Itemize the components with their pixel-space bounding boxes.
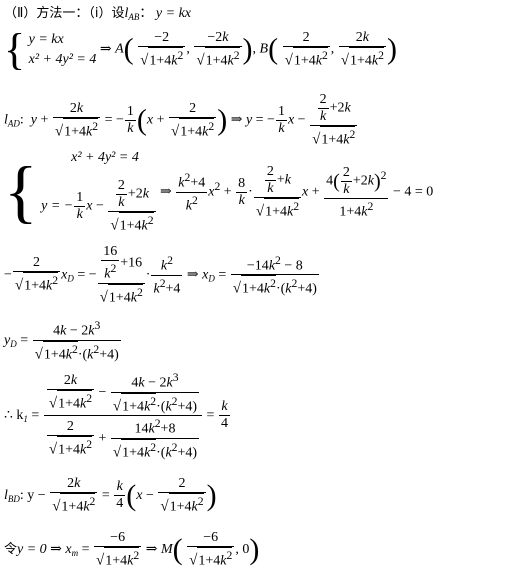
heading-l-symbol: l xyxy=(124,6,129,21)
heading-eq: y = kx xyxy=(155,6,192,21)
system-ab-line: { y = kx x² + 4y² = 4 ⇒ A( −2√1+4k2, −2k… xyxy=(4,25,397,74)
heading-line: （Ⅱ）方法一：（ⅰ）设lAB： y = kx xyxy=(4,6,192,22)
yd-line: yD = 4k − 2k3√1+4k2·(k2+4) xyxy=(4,319,121,363)
point-a-label: A xyxy=(115,41,124,57)
point-b-y: 2k√1+4k2 xyxy=(338,29,386,69)
lad-label: l xyxy=(4,112,8,128)
system-eq-1: y = kx xyxy=(28,31,64,47)
k1-line: ∴ k1 = 2k√1+4k2 − 4k − 2k3√1+4k2·(k2+4) … xyxy=(4,371,230,461)
system-ab: y = kx x² + 4y² = 4 xyxy=(29,30,97,70)
left-brace: { xyxy=(4,25,26,74)
point-a-x: −2√1+4k2 xyxy=(138,29,186,69)
heading-part: （Ⅱ）方法一：（ⅰ）设 xyxy=(4,6,125,21)
point-b-label: B xyxy=(259,41,269,57)
point-a-y: −2k√1+4k2 xyxy=(194,29,242,69)
point-b-x: 2√1+4k2 xyxy=(282,29,330,69)
point-m-line: 令y = 0 ⇒ xm = −6√1+4k2 ⇒ M( −6√1+4k2, 0) xyxy=(4,530,260,569)
heading-l-sub: AB xyxy=(128,12,140,22)
system-eq-2: x² + 4y² = 4 xyxy=(28,51,97,67)
